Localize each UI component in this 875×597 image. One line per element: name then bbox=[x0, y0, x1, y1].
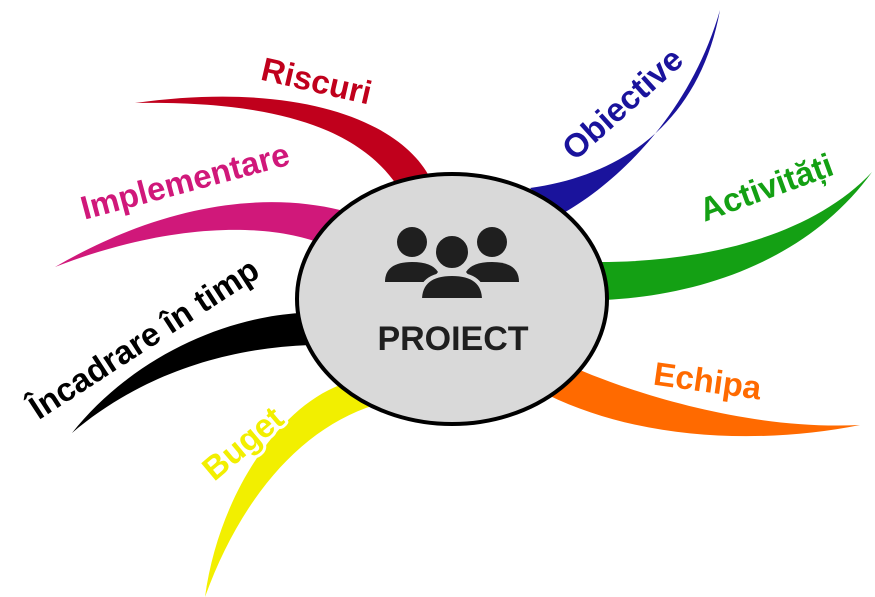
branch-ribbon-incadrare bbox=[72, 313, 310, 433]
branch-ribbon-activitati bbox=[600, 172, 872, 300]
people-group-icon bbox=[385, 227, 519, 302]
branch-ribbon-riscuri bbox=[135, 96, 432, 205]
central-node: PROIECT bbox=[295, 172, 609, 426]
branch-ribbon-obiective bbox=[530, 10, 720, 215]
branch-label-obiective: Obiective bbox=[555, 40, 690, 167]
branch-ribbon-buget bbox=[205, 385, 375, 597]
branch-ribbon-echipa bbox=[548, 368, 860, 437]
branch-label-echipa: Echipa bbox=[651, 355, 764, 407]
center-label: PROIECT bbox=[377, 320, 528, 358]
branches bbox=[55, 10, 872, 597]
branch-ribbon-implementare bbox=[55, 202, 340, 267]
